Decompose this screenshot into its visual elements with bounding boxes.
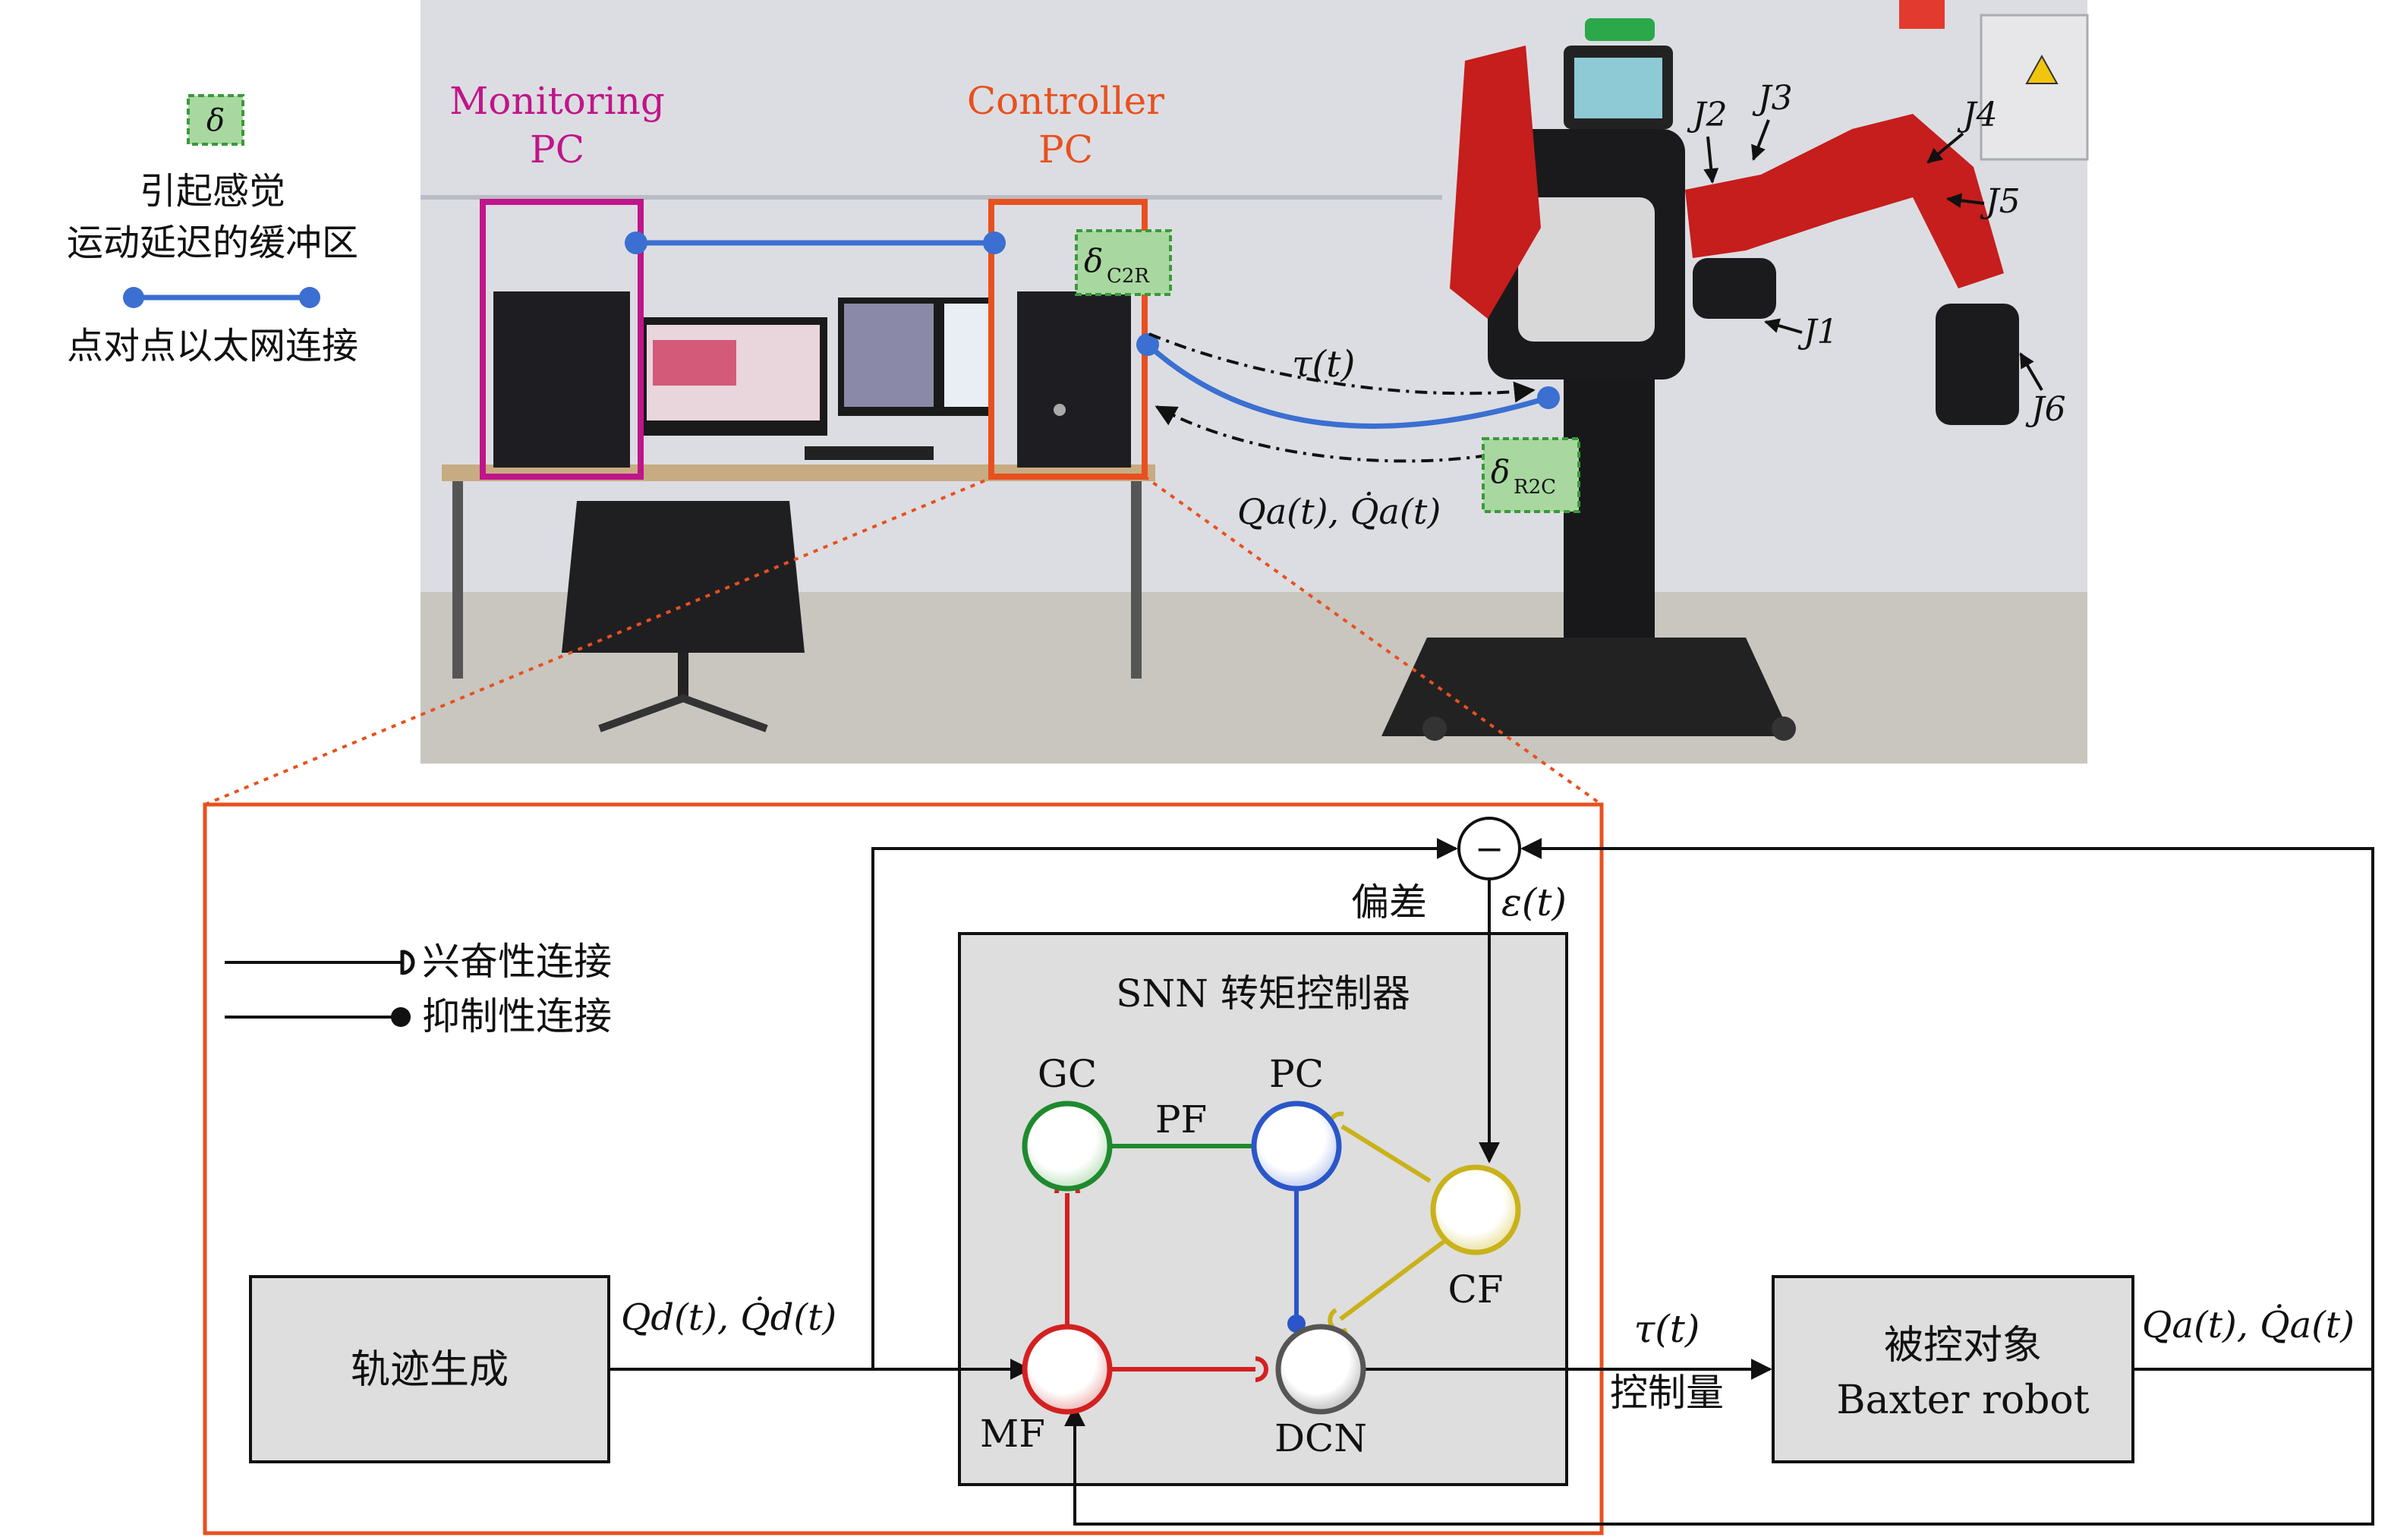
zoom-line-right [1143, 475, 1603, 806]
ethernet-node-monitoring [625, 231, 647, 254]
plant-box [1772, 1275, 2134, 1463]
joint-label-j3: J3 [1752, 79, 1793, 118]
zoom-line-left [204, 475, 995, 806]
cf-label: CF [1448, 1268, 1504, 1312]
cf-node [1430, 1164, 1521, 1255]
controller-pc-label-1: Controller [967, 79, 1164, 123]
mf-label: MF [980, 1412, 1045, 1456]
cf-pc-connection [1340, 1124, 1432, 1183]
trajectory-generator-label: 轨迹生成 [351, 1347, 509, 1393]
robot-left-arm [1450, 46, 1541, 319]
tau-label: τ(t) [1634, 1307, 1700, 1351]
ethernet-node-robot [1537, 386, 1560, 409]
joint-labels: J2 J3 J4 J5 J1 J6 [1687, 79, 2066, 429]
buffer-c2r-symbol: δ [1084, 242, 1103, 279]
office-chair [562, 501, 805, 653]
qa-feedback-comparator-line [1520, 838, 2374, 1371]
controller-detail-frame [203, 802, 1604, 1535]
joint-label-j5: J5 [1980, 182, 2021, 221]
lab-photo: J2 J3 J4 J5 J1 J6 Monitoring PC Controll… [421, 0, 2089, 764]
buffer-legend-symbol: δ [206, 103, 225, 138]
tau-signal-arrow [1148, 332, 1536, 403]
qa-feedback-mf-line [1064, 1369, 2374, 1526]
controller-pc-label-2: PC [1038, 128, 1093, 172]
buffer-c2r [1075, 229, 1172, 296]
gc-node [1022, 1101, 1113, 1192]
joint-label-j2: J2 [1687, 96, 1728, 134]
wall-cabinet [1980, 14, 2089, 161]
buffer-legend-line1: 引起感觉 [140, 170, 285, 213]
control-label: 控制量 [1610, 1371, 1724, 1415]
monitoring-pc-label-2: PC [530, 128, 584, 172]
pc-node [1251, 1101, 1342, 1192]
qa-label: Qa(t), Q̇a(t) [2142, 1302, 2355, 1346]
photo-tau-label: τ(t) [1292, 343, 1355, 386]
warning-sign-icon [2025, 54, 2059, 84]
ethernet-legend-label: 点对点以太网连接 [67, 325, 358, 367]
comparator-symbol: − [1475, 828, 1504, 869]
plant-label-line1: 被控对象 [1884, 1323, 2042, 1368]
error-label: 偏差 [1351, 880, 1427, 924]
snn-title: SNN 转矩控制器 [1116, 972, 1410, 1016]
controller-pc-tower [1017, 291, 1131, 468]
ethernet-legend-dot-right [299, 287, 320, 308]
pc-label: PC [1269, 1052, 1324, 1096]
monitoring-pc-label-1: Monitoring [449, 79, 665, 123]
buffer-legend-swatch [187, 94, 244, 146]
feedback-signal-arrow [1155, 405, 1488, 463]
robot-gripper [1936, 304, 2019, 425]
excitatory-legend-label: 兴奋性连接 [422, 940, 612, 984]
qd-label: Qd(t), Q̇d(t) [621, 1295, 836, 1339]
connection-legend: 兴奋性连接 抑制性连接 [225, 940, 612, 1038]
ethernet-node-controller [983, 231, 1006, 254]
buffer-r2c [1482, 437, 1580, 513]
qd-to-comparator-line [871, 838, 1458, 1369]
dcn-node [1275, 1324, 1366, 1415]
mf-node [1022, 1324, 1113, 1415]
inhibitory-terminal-icon [391, 1007, 411, 1027]
plant-label-line2: Baxter robot [1836, 1378, 2089, 1423]
photo-qa-label: Qa(t), Q̇a(t) [1237, 491, 1441, 532]
joint-label-j4: J4 [1957, 96, 1998, 134]
ethernet-legend-dot-left [123, 287, 144, 308]
top-legend: δ 引起感觉 运动延迟的缓冲区 点对点以太网连接 [67, 94, 358, 367]
joint-label-j6: J6 [2025, 390, 2066, 429]
inhibitory-legend-label: 抑制性连接 [422, 994, 612, 1038]
dcn-label: DCN [1274, 1416, 1367, 1460]
gc-label: GC [1038, 1052, 1097, 1096]
robot-base [1381, 638, 1791, 736]
buffer-r2c-sub: R2C [1514, 476, 1556, 499]
ethernet-link-robot [1145, 342, 1550, 429]
epsilon-label: ε(t) [1501, 880, 1567, 924]
keyboard [805, 446, 934, 460]
joint-label-j1: J1 [1797, 313, 1838, 351]
pf-label: PF [1155, 1098, 1207, 1142]
ethernet-node-controller-out [1136, 333, 1159, 356]
buffer-legend-line2: 运动延迟的缓冲区 [67, 222, 358, 264]
fire-sign-icon [1899, 0, 1945, 29]
snn-nodes: GC PC CF MF DCN [980, 1052, 1521, 1460]
buffer-c2r-sub: C2R [1107, 265, 1150, 288]
monitoring-pc-tower [493, 291, 630, 468]
trajectory-generator-box [249, 1275, 610, 1463]
monitoring-pc-frame [480, 199, 644, 480]
buffer-r2c-symbol: δ [1491, 453, 1510, 490]
cf-dcn-connection [1339, 1235, 1451, 1321]
signal-lines [609, 838, 2374, 1526]
robot-right-arm [1685, 114, 2004, 288]
